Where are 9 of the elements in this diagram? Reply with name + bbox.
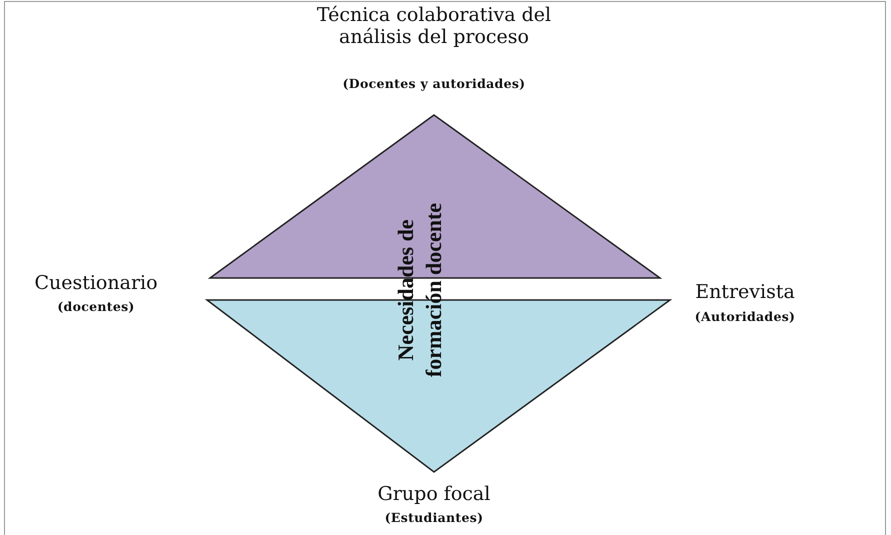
subtitle-text: (Docentes y autoridades) <box>342 76 526 91</box>
corner-label: Entrevista <box>694 281 796 303</box>
subtitle-text: (Estudiantes) <box>384 510 484 525</box>
heading-text: Técnica colaborativa del análisis del proceso <box>316 4 552 48</box>
corner-label: Cuestionario <box>33 272 159 294</box>
corner-label: Grupo focal <box>376 483 492 505</box>
subtitle-text: (docentes) <box>56 299 136 314</box>
rotated-center-text: Necesidades de formación docente <box>392 202 447 380</box>
subtitle-text: (Autoridades) <box>694 309 796 324</box>
